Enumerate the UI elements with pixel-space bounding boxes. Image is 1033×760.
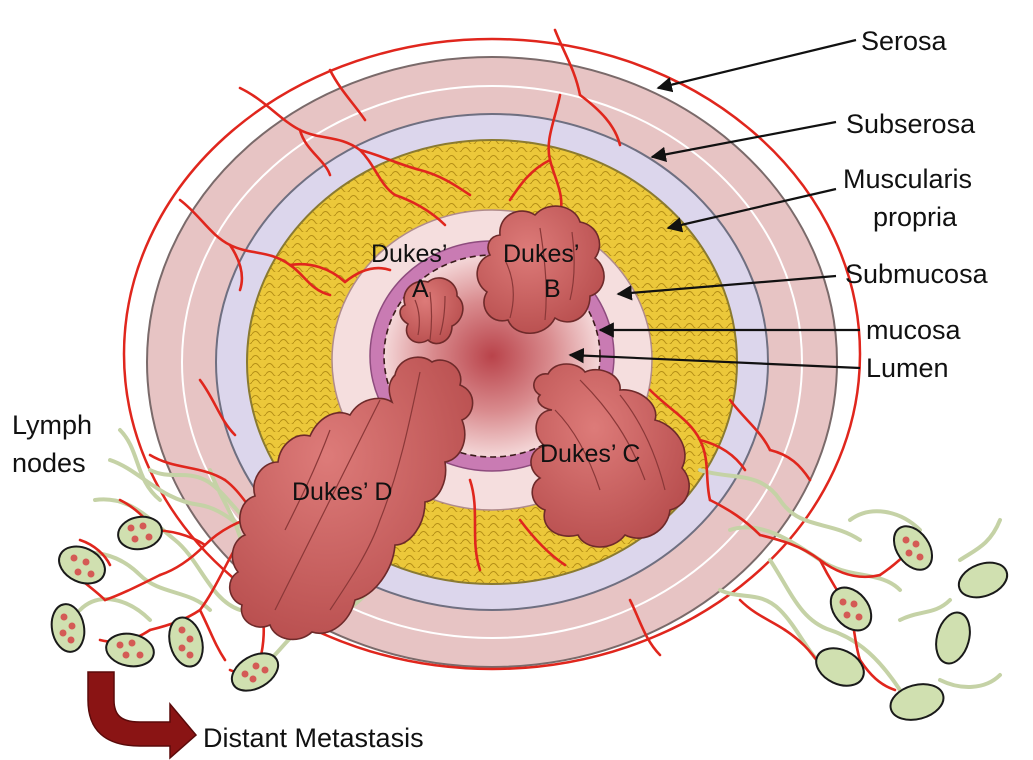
subserosa-label: Subserosa bbox=[846, 109, 976, 139]
lymph-node bbox=[116, 513, 165, 552]
dukes-a-label-line2: A bbox=[412, 275, 429, 303]
lymph-node bbox=[954, 556, 1012, 603]
submucosa-label: Submucosa bbox=[845, 259, 989, 289]
dukes-b-label-line1: Dukes’ bbox=[503, 240, 579, 268]
lymph-node bbox=[164, 614, 208, 671]
dukes-d-label: Dukes’ D bbox=[292, 478, 393, 506]
distant-metastasis-arrow bbox=[88, 672, 196, 758]
lumen-label: Lumen bbox=[866, 353, 949, 383]
distant-metastasis-label: Distant Metastasis bbox=[203, 723, 424, 753]
serosa-label: Serosa bbox=[861, 26, 948, 56]
mucosa-label: mucosa bbox=[866, 315, 962, 345]
lymph-label-line2: nodes bbox=[12, 448, 86, 478]
lymph-node bbox=[931, 609, 975, 668]
muscularis-label-line1: Muscularis bbox=[843, 164, 972, 194]
lymph-label-line1: Lymph bbox=[12, 410, 92, 440]
dukes-c-label: Dukes’ C bbox=[540, 440, 641, 468]
dukes-a-label-line1: Dukes’ bbox=[371, 240, 447, 268]
lymph-node bbox=[810, 641, 870, 693]
lymph-node bbox=[886, 519, 940, 577]
muscularis-label-line2: propria bbox=[873, 202, 958, 232]
lymph-node bbox=[53, 539, 111, 590]
dukes-b-label-line2: B bbox=[544, 275, 561, 303]
serosa-leader bbox=[658, 40, 856, 88]
lymph-node bbox=[104, 630, 157, 670]
